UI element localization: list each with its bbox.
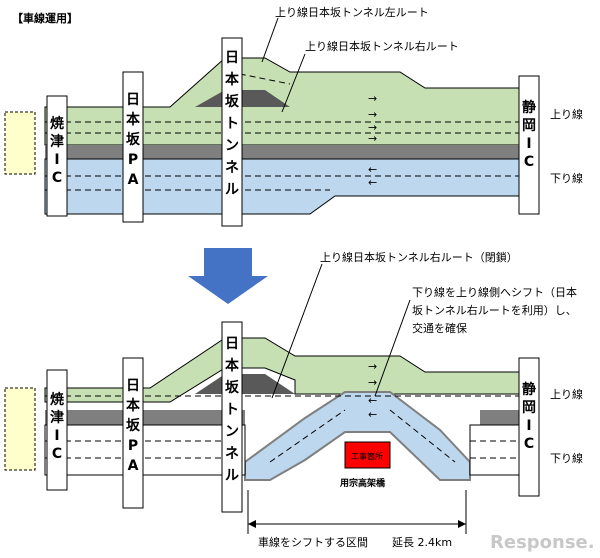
section-arrow-left — [248, 520, 256, 528]
up-right-route-label: 上り線日本坂トンネル右ルート — [305, 39, 459, 53]
tunnel-label-bottom: 日本坂トンネル — [225, 336, 240, 484]
up-line-label-top: 上り線 — [550, 107, 583, 121]
svg-text:←: ← — [368, 408, 377, 421]
svg-text:→: → — [368, 92, 377, 105]
length-label: 延長 2.4km — [392, 536, 452, 549]
median-right-bottom — [480, 410, 520, 425]
watermark: Response. — [490, 532, 595, 553]
svg-text:→: → — [368, 360, 377, 373]
tunnel-plate-bottom — [221, 321, 243, 513]
median-top — [45, 145, 520, 159]
svg-text:→: → — [368, 121, 377, 134]
direction-arrows-bottom: → → ← ← — [368, 360, 377, 421]
median-bottom — [45, 410, 245, 425]
shift-note-1: 下り線を上り線側へシフト（日本 — [412, 285, 577, 299]
closed-route-dark — [195, 374, 295, 394]
down-line-label-top: 下り線 — [550, 171, 583, 185]
svg-text:→: → — [368, 376, 377, 389]
shift-section-label: 車線をシフトする区間 — [258, 535, 368, 549]
right-ic-plate-top — [518, 75, 540, 215]
pa-plate-top — [122, 71, 144, 223]
right-ic-plate-bottom — [518, 357, 540, 497]
svg-text:←: ← — [368, 176, 377, 189]
tunnel-plate-top — [221, 37, 243, 227]
left-ic-plate-top — [46, 95, 68, 217]
svg-text:→: → — [368, 108, 377, 121]
shifted-down-lanes — [244, 391, 471, 481]
transition-arrow — [188, 248, 268, 304]
callout-left-route — [261, 17, 279, 63]
current-badge — [4, 111, 36, 175]
heading: 【車線運用】 — [12, 11, 78, 25]
callout-right-route — [281, 53, 306, 113]
up-left-route-label: 上り線日本坂トンネル左ルート — [275, 5, 429, 19]
callout-shift — [374, 299, 411, 397]
pa-plate-bottom — [122, 357, 144, 509]
shift-note-2: 坂トンネル右ルートを利用）し、 — [412, 303, 577, 317]
up-line-label-bottom: 上り線 — [550, 387, 583, 401]
construction-badge — [4, 387, 36, 471]
lane-lines-bottom — [45, 395, 520, 463]
work-area-label: 工事箇所 — [351, 451, 383, 461]
callout-closed — [271, 263, 323, 399]
down-line-label-bottom: 下り線 — [550, 451, 583, 465]
svg-text:→: → — [368, 132, 377, 145]
left-ic-plate-bottom — [46, 369, 68, 491]
work-area-box — [344, 441, 391, 469]
up-right-closed-label: 上り線日本坂トンネル右ルート（閉鎖） — [320, 250, 518, 264]
up-lanes-main — [44, 57, 521, 146]
down-lanes-top — [44, 158, 521, 215]
svg-text:←: ← — [368, 394, 377, 407]
section-arrow-right — [458, 520, 466, 528]
svg-text:←: ← — [368, 163, 377, 176]
direction-arrows-top: → → → → ← ← — [368, 92, 377, 189]
tunnel-label-top: 日本坂トンネル — [225, 50, 240, 198]
shift-note-3: 交通を確保 — [412, 321, 467, 335]
viaduct-label: 用宗高架橋 — [339, 477, 386, 489]
down-lanes-bottom — [44, 424, 246, 476]
down-lanes-right-bottom — [469, 424, 521, 476]
